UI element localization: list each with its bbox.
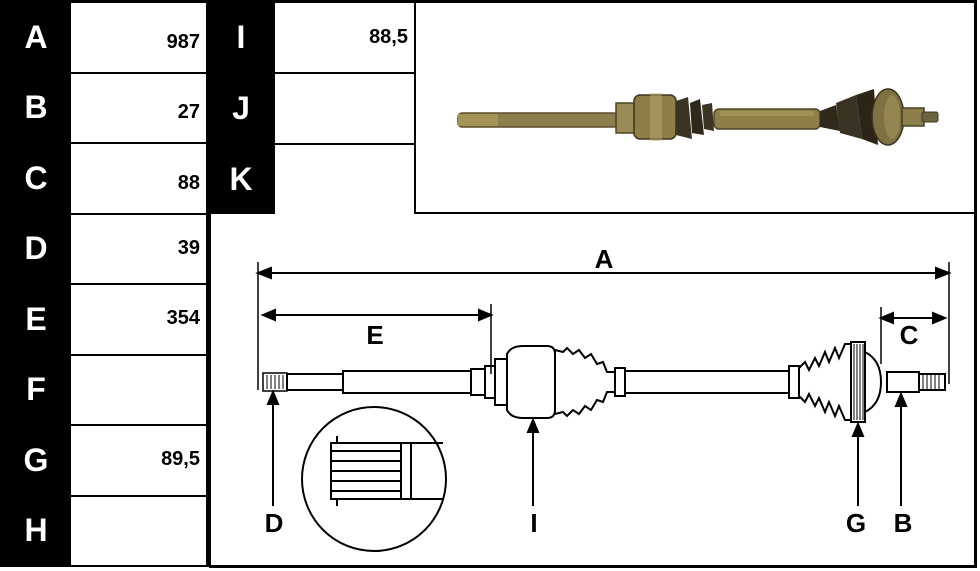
dimension-table: A 987 B 27 C 88 D 39 E 354 F G 89,5 H — [0, 0, 209, 567]
dimension-letter: H — [3, 496, 71, 565]
dimension-value: 88,5 — [275, 3, 416, 72]
dimension-value: 89,5 — [71, 426, 209, 495]
dimension-letter: D — [3, 214, 71, 283]
dimension-label-g: G — [846, 508, 866, 538]
table-row: J — [209, 74, 416, 145]
table-row: G 89,5 — [3, 426, 209, 497]
dimension-value: 27 — [71, 73, 209, 142]
dimension-letter: C — [3, 144, 71, 213]
dimension-letter: B — [3, 73, 71, 142]
dimension-letter: K — [209, 145, 275, 214]
dimension-value: 987 — [71, 3, 209, 72]
table-row: I 88,5 — [209, 3, 416, 74]
table-row: E 354 — [3, 285, 209, 356]
dimension-label-d: D — [265, 508, 284, 538]
dimension-value — [275, 145, 416, 214]
dimension-label-b: B — [894, 508, 913, 538]
drive-shaft-photo — [457, 88, 939, 146]
dimension-value — [275, 74, 416, 143]
dimension-label-a: A — [595, 244, 614, 274]
table-row: K — [209, 145, 416, 216]
table-row: H — [3, 496, 209, 567]
dimension-label-c: C — [900, 320, 919, 350]
dimension-letter: F — [3, 355, 71, 424]
dimension-label-i: I — [530, 508, 537, 538]
table-row: A 987 — [3, 3, 209, 74]
table-row: C 88 — [3, 144, 209, 215]
dimension-letter: A — [3, 3, 71, 72]
technical-drawing: A E C D I G B — [209, 214, 977, 568]
dimension-letter: E — [3, 285, 71, 354]
dimension-value — [71, 355, 209, 424]
dimension-label-e: E — [366, 320, 383, 350]
dimension-value: 88 — [71, 144, 209, 213]
extra-dimension-table: I 88,5 J K — [209, 0, 416, 216]
product-photo-panel — [416, 0, 977, 214]
dimension-letter: G — [3, 426, 71, 495]
table-row: B 27 — [3, 73, 209, 144]
dimension-letter: I — [209, 3, 275, 72]
dimension-value — [71, 496, 209, 565]
dimension-drawing: A E C D I G B — [255, 244, 952, 552]
dimension-letter: J — [209, 74, 275, 143]
dimension-value: 39 — [71, 214, 209, 283]
table-row: D 39 — [3, 214, 209, 285]
table-row: F — [3, 355, 209, 426]
dimension-value: 354 — [71, 285, 209, 354]
